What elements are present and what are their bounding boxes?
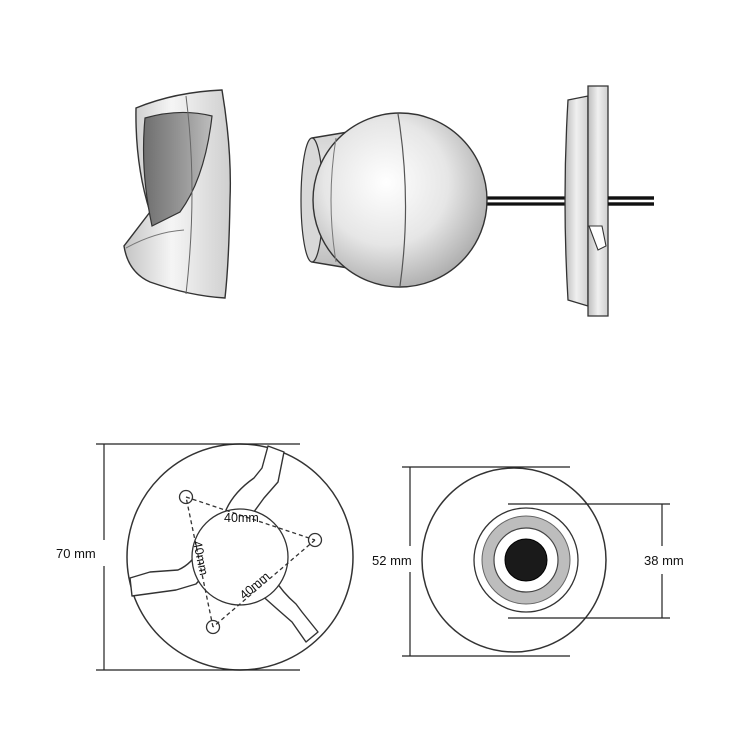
- diameter-dimension: [96, 443, 300, 671]
- outer-diameter-dimension: [402, 466, 570, 657]
- center-hole: [504, 538, 548, 582]
- wall-plate-side-view: [564, 85, 654, 317]
- spacing-label-top: 40mm: [224, 511, 259, 525]
- mount-shell-side-view: [123, 89, 232, 299]
- sphere-head-side-view: [300, 112, 654, 288]
- wall-plate-rear-view: 52 mm 38 mm: [372, 466, 684, 657]
- screw-spacing-triangle: [185, 496, 316, 628]
- inner-diameter-dimension: [508, 503, 670, 619]
- outer-diameter-label: 52 mm: [372, 553, 412, 568]
- base-plate-top-view: 40mm 40mm 40mm 70 mm: [56, 443, 354, 671]
- diameter-label: 70 mm: [56, 546, 96, 561]
- inner-diameter-label: 38 mm: [644, 553, 684, 568]
